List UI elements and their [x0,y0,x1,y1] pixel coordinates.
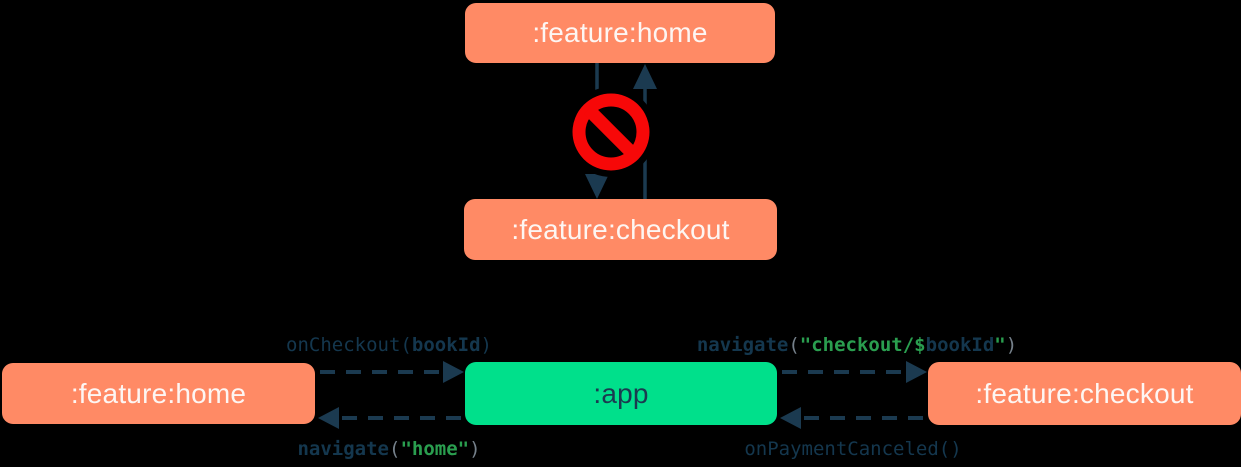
code-token: ( [388,438,401,460]
arrow-app-to-home [318,407,461,429]
code-token: " [994,334,1006,356]
code-token: ( [788,334,800,356]
code-token: bookId [925,334,995,356]
module-box-app: :app [465,362,777,425]
arrow-app-to-checkout [782,361,927,383]
code-token: ) [1005,334,1018,356]
code-label-navigate-checkout: navigate("checkout/$bookId") [697,333,1017,357]
module-box-feature-checkout-top: :feature:checkout [464,199,777,260]
arrow-home-to-app [320,361,464,383]
code-label-oncheckout: onCheckout(bookId) [286,333,492,357]
arrow-checkout-to-app [780,407,923,429]
code-token: ) [469,438,481,460]
module-box-feature-home-bottom: :feature:home [2,363,315,424]
code-token: "checkout/ [799,334,915,356]
module-box-feature-home-top: :feature:home [465,3,775,63]
code-token: bookId [411,334,481,356]
code-token: $ [914,334,926,356]
code-token: navigate [696,334,789,356]
arrow-checkout-to-home [633,64,657,199]
no-entry-icon [566,87,656,177]
code-token: onPaymentCanceled() [744,438,962,460]
module-box-feature-checkout-bottom: :feature:checkout [928,362,1241,425]
code-token: "home" [400,438,470,460]
arrow-home-to-checkout [585,63,609,199]
code-label-onpaymentcanceled: onPaymentCanceled() [744,437,961,461]
code-token: onCheckout( [286,334,412,356]
code-label-navigate-home: navigate("home") [297,437,480,461]
code-token: navigate [297,438,389,460]
code-token: ) [480,334,492,356]
